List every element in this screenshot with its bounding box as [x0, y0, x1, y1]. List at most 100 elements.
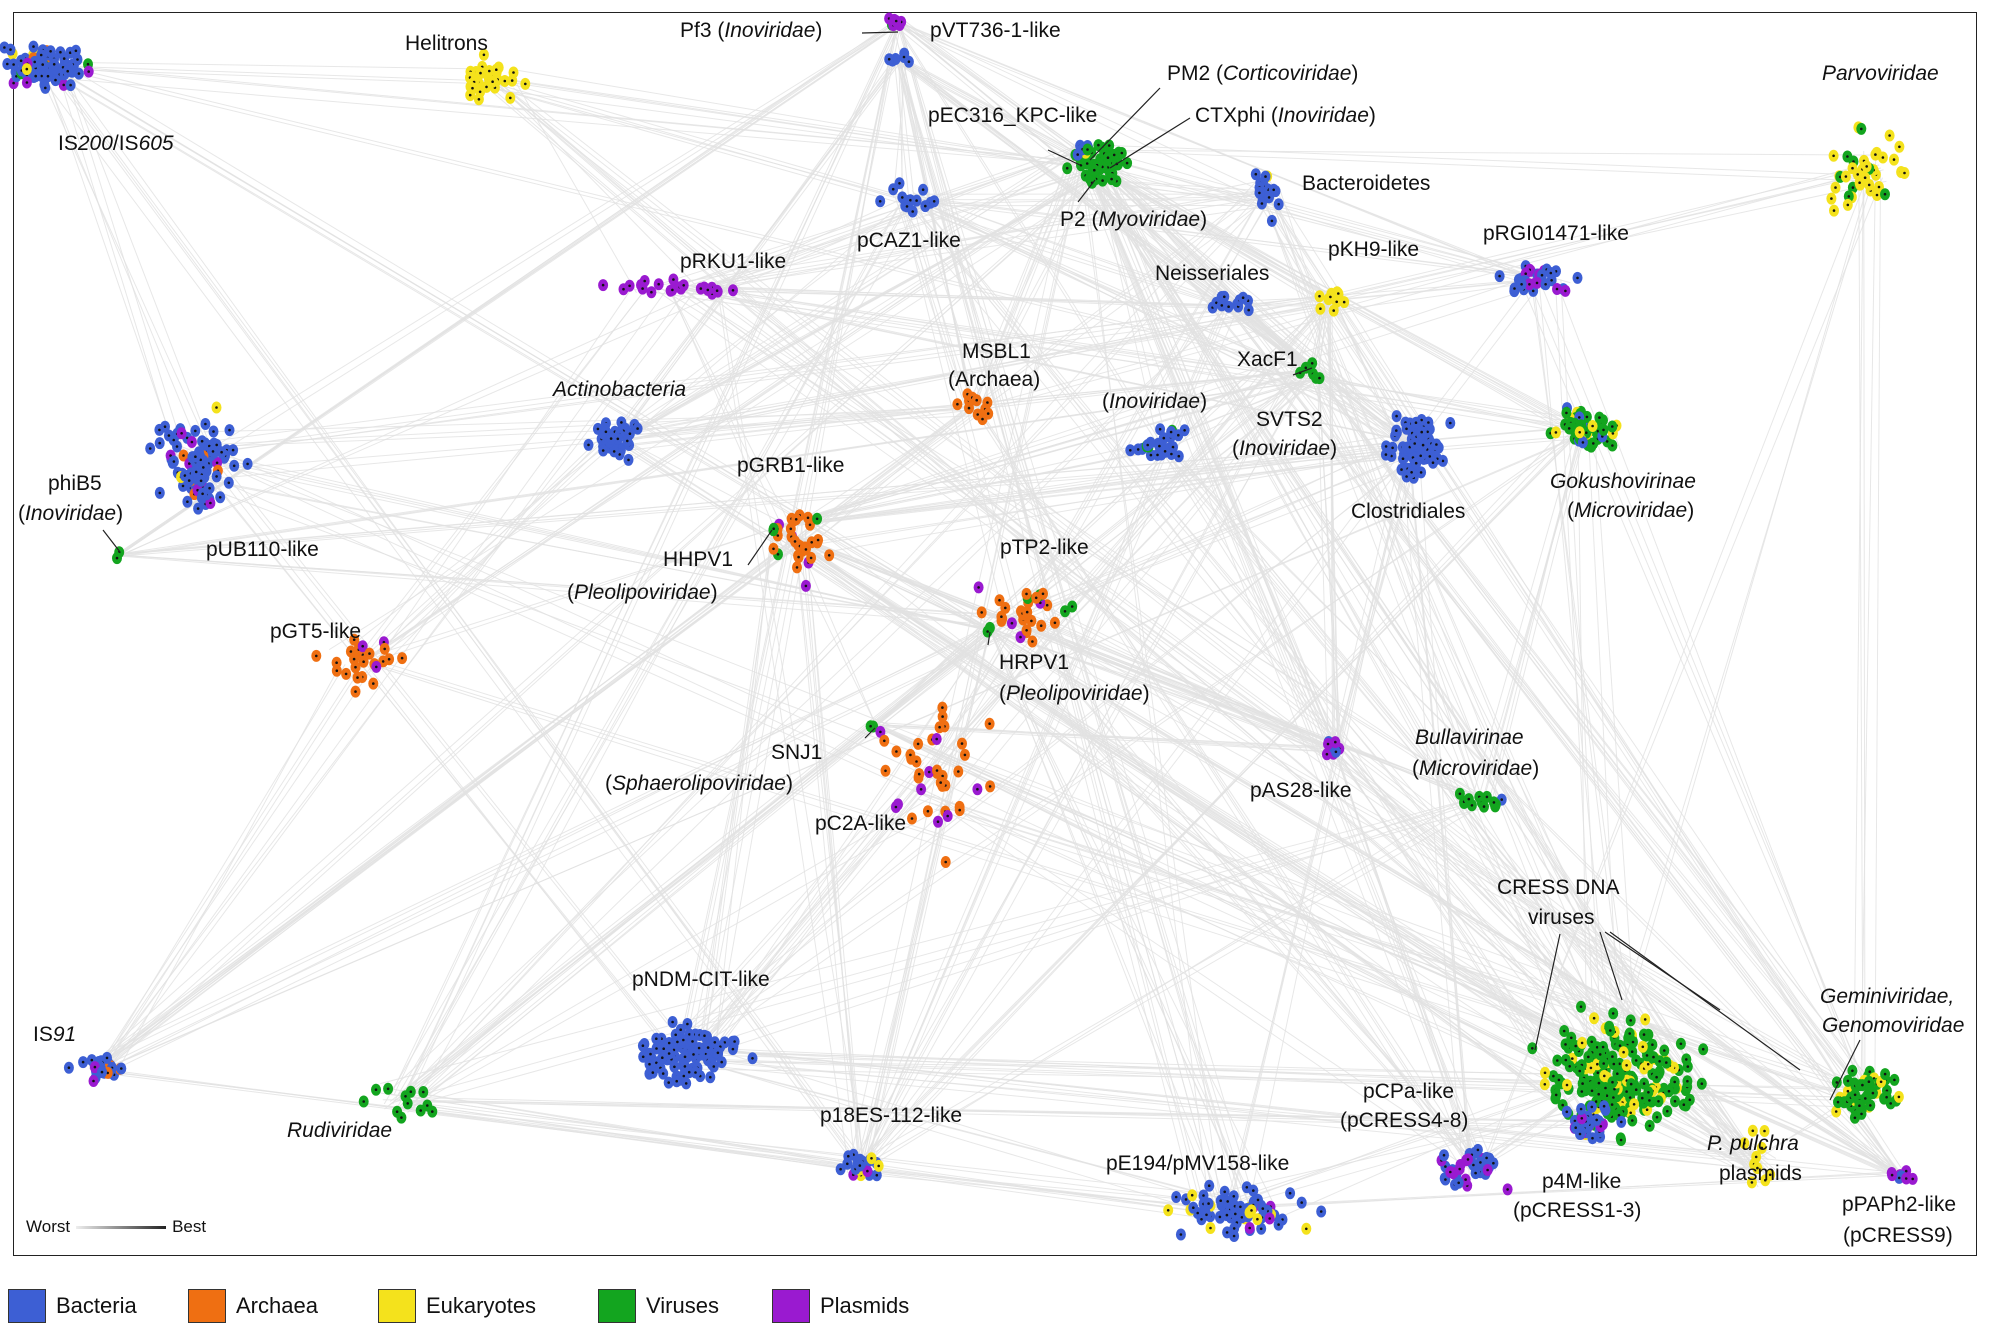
cluster-prku1 [598, 274, 738, 300]
label-text-part: XacF1 [1237, 348, 1298, 371]
node-center-dot [927, 810, 930, 813]
label-text-part: IS [58, 132, 78, 155]
node-center-dot [1571, 1057, 1574, 1060]
label-text-part: 605 [139, 132, 174, 155]
node-center-dot [968, 407, 971, 410]
node-center-dot [49, 50, 52, 53]
node-center-dot [1234, 1213, 1237, 1216]
node-center-dot [1872, 1092, 1875, 1095]
node-center-dot [76, 58, 79, 61]
node-center-dot [1580, 1005, 1583, 1008]
similarity-edge [49, 69, 486, 84]
node-center-dot [629, 432, 632, 435]
node-center-dot [1271, 220, 1274, 223]
node-center-dot [345, 673, 348, 676]
node-center-dot [1656, 1116, 1659, 1119]
label-text-part: pGT5-like [270, 620, 361, 643]
label-text-part: ) [1532, 757, 1539, 780]
node-center-dot [1898, 1096, 1901, 1099]
node-center-dot [1655, 1076, 1658, 1079]
node-center-dot [32, 45, 35, 48]
node-center-dot [732, 289, 735, 292]
node-center-dot [1528, 283, 1531, 286]
node-center-dot [807, 517, 810, 520]
similarity-edge [1229, 754, 1336, 1213]
cluster-label-prku1: pRKU1-like [680, 250, 786, 273]
node-center-dot [698, 1047, 701, 1050]
node-center-dot [182, 454, 185, 457]
node-center-dot [1200, 1218, 1203, 1221]
node-center-dot [1429, 455, 1432, 458]
label-text-part: Inoviridae [1278, 104, 1369, 127]
node-center-dot [587, 444, 590, 447]
cluster-label-pgt5: pGT5-like [270, 620, 361, 643]
label-text-part: Helitrons [405, 32, 488, 55]
node-center-dot [1272, 189, 1275, 192]
node-center-dot [1851, 1070, 1854, 1073]
node-center-dot [1652, 1056, 1655, 1059]
node-center-dot [383, 648, 386, 651]
node-center-dot [649, 1053, 652, 1056]
node-center-dot [69, 84, 72, 87]
node-center-dot [182, 485, 185, 488]
node-center-dot [1868, 1070, 1871, 1073]
label-text-part: Sphaerolipoviridae [612, 772, 786, 795]
node-center-dot [471, 87, 474, 90]
node-center-dot [870, 1157, 873, 1160]
node-center-dot [1268, 196, 1271, 199]
node-center-dot [918, 773, 921, 776]
node-center-dot [1868, 184, 1871, 187]
cluster-label-p2: P2 (Myoviridae) [1060, 208, 1207, 231]
node-center-dot [194, 430, 197, 433]
cluster-label-hhpv1b: (Pleolipoviridae) [567, 581, 718, 604]
node-center-dot [1146, 444, 1149, 447]
node-center-dot [691, 1040, 694, 1043]
label-text-part: Inoviridae [1109, 390, 1200, 413]
node-center-dot [694, 1071, 697, 1074]
label-text-part: Microviridae [1574, 499, 1687, 522]
label-text-part: ) [815, 19, 822, 42]
node-center-dot [87, 63, 90, 66]
label-text-part: pC2A-like [815, 812, 906, 835]
similarity-edge [686, 1059, 1235, 1202]
cluster-label-is91: IS91 [33, 1023, 76, 1046]
node-center-dot [1233, 1235, 1236, 1238]
node-center-dot [1555, 1094, 1558, 1097]
node-center-dot [1177, 434, 1180, 437]
node-center-dot [1046, 604, 1049, 607]
node-center-dot [733, 1040, 736, 1043]
node-center-dot [903, 56, 906, 59]
node-center-dot [94, 1066, 97, 1069]
node-center-dot [1555, 431, 1558, 434]
similarity-edge [1587, 168, 1876, 1127]
node-center-dot [643, 280, 646, 283]
cluster-label-p4ma: p4M-like [1542, 1170, 1621, 1193]
legend-item-viruses: Viruses [598, 1288, 719, 1324]
node-center-dot [158, 429, 161, 432]
cluster-rudiviridae [359, 1083, 438, 1124]
node-center-dot [1889, 1102, 1892, 1105]
node-center-dot [679, 1028, 682, 1031]
node-center-dot [1586, 416, 1589, 419]
cluster-label-snj1a: SNJ1 [771, 741, 822, 764]
label-text-part: Bullavirinae [1415, 726, 1524, 749]
similarity-edge [399, 371, 1311, 1094]
label-text-part: ( [1567, 499, 1574, 522]
cluster-label-pgrb1: pGRB1-like [737, 454, 844, 477]
node-center-dot [684, 1065, 687, 1068]
node-center-dot [1558, 1079, 1561, 1082]
node-center-dot [1587, 1056, 1590, 1059]
label-text-part: Gokushovirinae [1550, 470, 1696, 493]
node-center-dot [675, 1080, 678, 1083]
node-center-dot [1318, 295, 1321, 298]
node-center-dot [362, 660, 365, 663]
legend-label-archaea: Archaea [236, 1293, 318, 1319]
node-center-dot [1011, 622, 1014, 625]
node-center-dot [1680, 1043, 1683, 1046]
cluster-ppaph2 [1887, 1165, 1918, 1185]
label-text-part: Parvoviridae [1822, 62, 1939, 85]
cluster-label-geminib: Genomoviridae [1822, 1014, 1964, 1037]
node-center-dot [404, 1095, 407, 1098]
node-center-dot [1570, 1037, 1573, 1040]
node-center-dot [1183, 429, 1186, 432]
